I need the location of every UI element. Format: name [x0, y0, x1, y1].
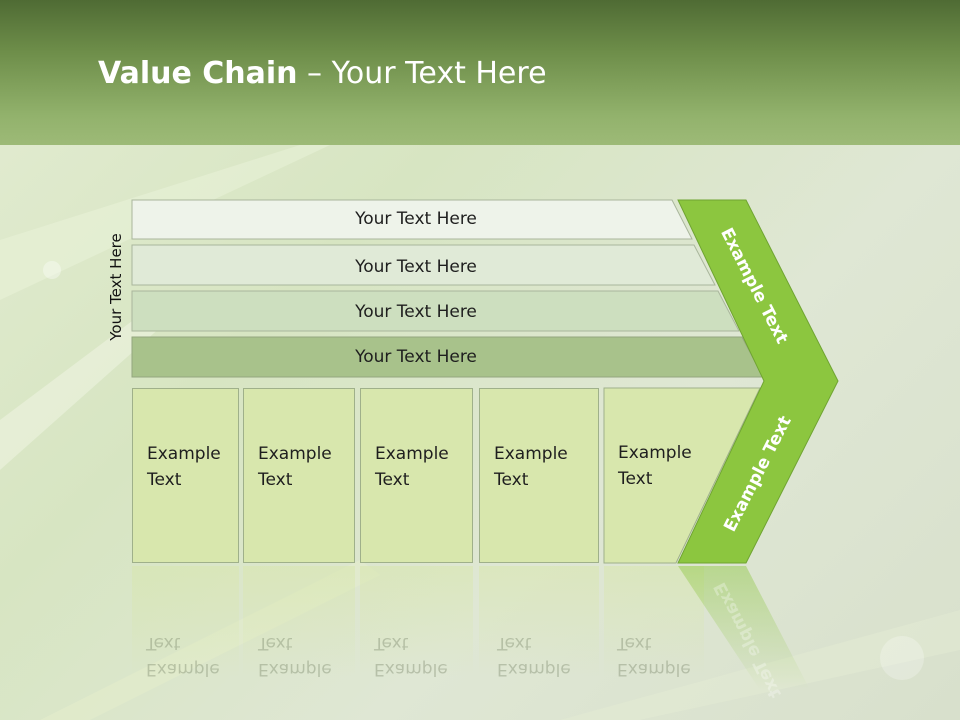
- box-1-line-2: Text: [147, 470, 182, 490]
- box-3-reflection: Example Text: [374, 633, 448, 679]
- box-2-reflection: Example Text: [258, 633, 332, 679]
- box-4-line-1: Example: [494, 444, 568, 464]
- box-4-line-2: Text: [494, 470, 529, 490]
- box-shape-5: [603, 387, 761, 564]
- box-2-line-2: Text: [258, 470, 293, 490]
- title-rest: – Your Text Here: [297, 56, 547, 91]
- bar-shape-1: [131, 199, 693, 240]
- activity-box-2: Example Text: [243, 388, 355, 563]
- slide-title: Value Chain – Your Text Here: [98, 56, 547, 91]
- side-label: Your Text Here: [107, 233, 125, 341]
- bar-label-3: Your Text Here: [355, 302, 477, 322]
- activity-box-5: Example Text: [604, 388, 714, 563]
- bar-label-4: Your Text Here: [355, 347, 477, 367]
- bar-shape-3: [131, 290, 740, 332]
- box-5-line-2: Text: [618, 469, 653, 489]
- title-bold: Value Chain: [98, 56, 298, 91]
- bar-shape-2: [131, 244, 716, 286]
- activity-box-3: Example Text: [360, 388, 473, 563]
- box-4-reflection: Example Text: [497, 633, 571, 679]
- bar-label-1: Your Text Here: [355, 209, 477, 229]
- box-1-line-1: Example: [147, 444, 221, 464]
- box-1-reflection: Example Text: [146, 633, 220, 679]
- box-2-line-1: Example: [258, 444, 332, 464]
- box-3-line-1: Example: [375, 444, 449, 464]
- title-bar: [0, 0, 960, 145]
- bar-label-2: Your Text Here: [355, 257, 477, 277]
- box-5-line-1: Example: [618, 443, 692, 463]
- activity-box-1: Example Text: [132, 388, 239, 563]
- activity-box-4: Example Text: [479, 388, 599, 563]
- chevron-shape: [677, 199, 839, 564]
- box-3-line-2: Text: [375, 470, 410, 490]
- box-5-reflection: Example Text: [617, 633, 691, 679]
